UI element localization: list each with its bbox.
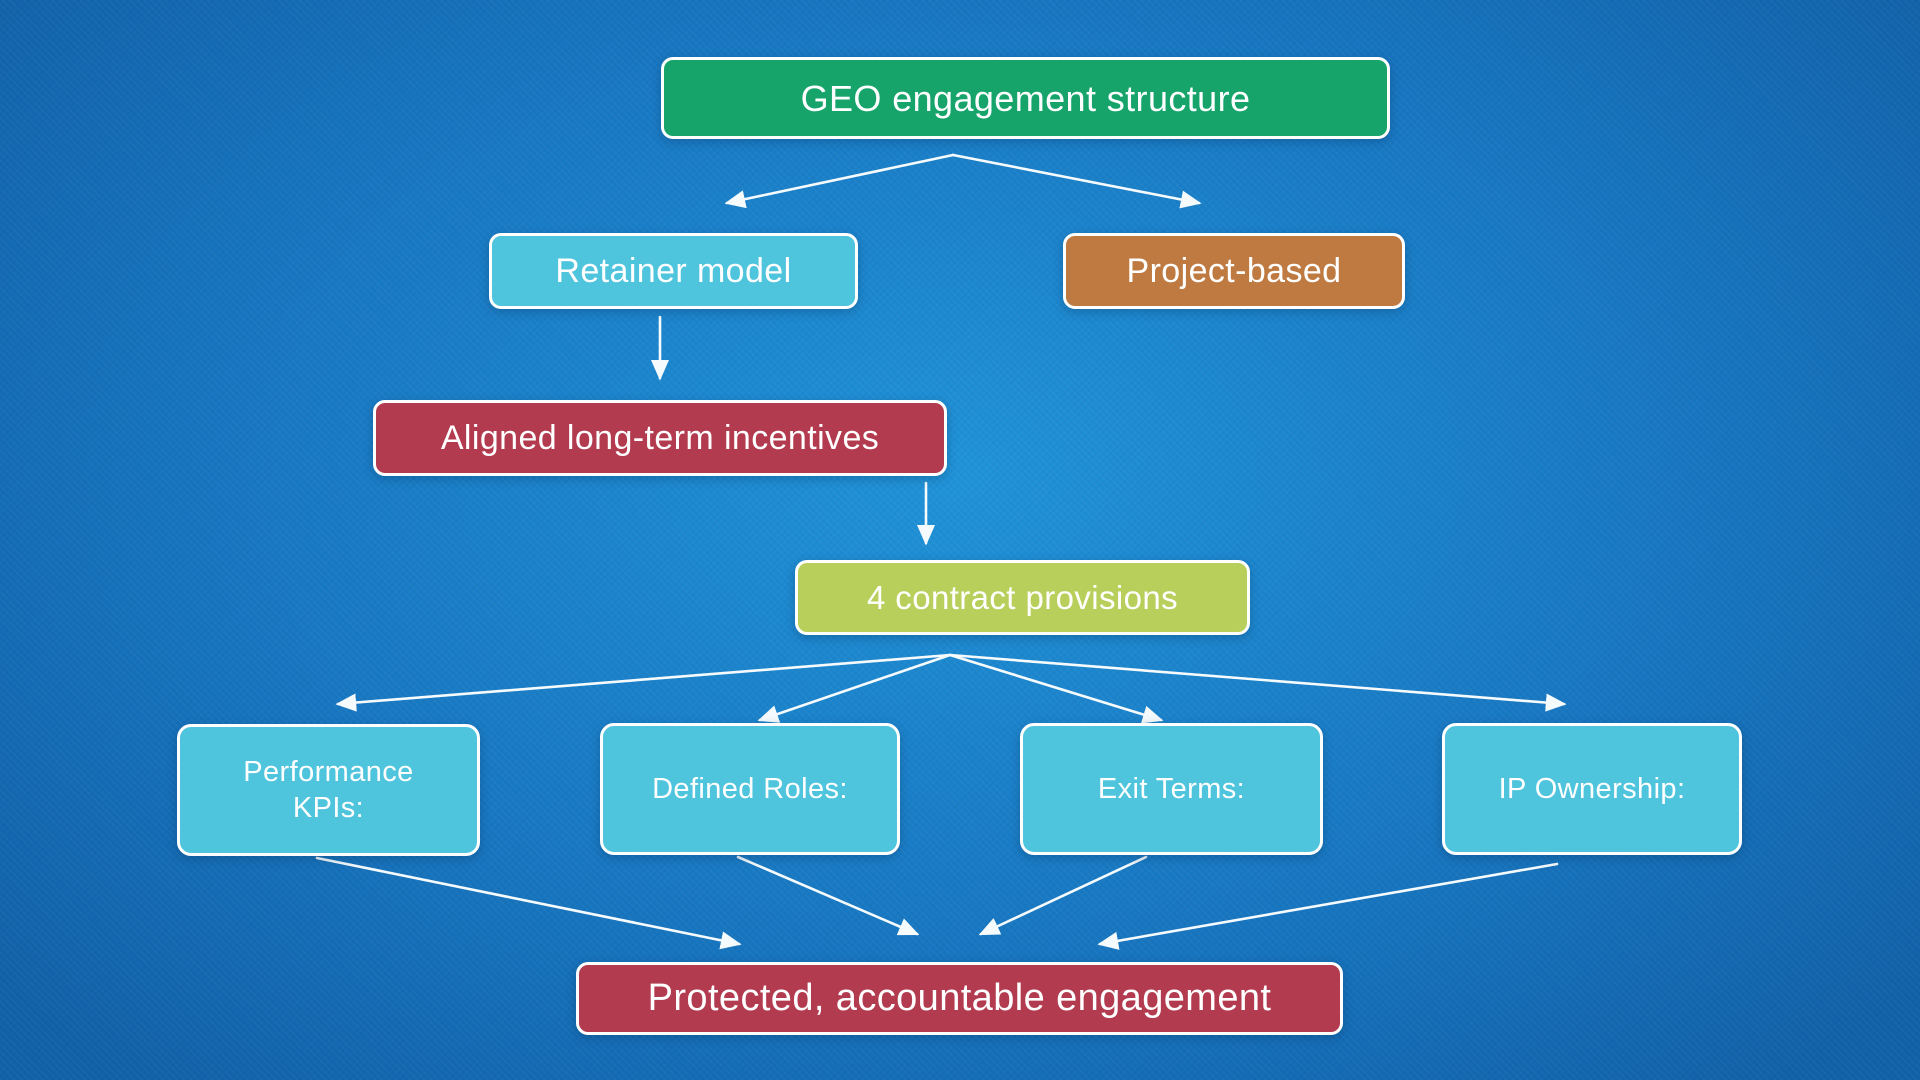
arrow-provisions-to-exit [948, 653, 1164, 724]
node-provisions-label: 4 contract provisions [866, 578, 1179, 616]
arrow-exit-to-outcome [978, 855, 1148, 936]
arrow-provisions-to-roles [757, 653, 952, 723]
node-project-label: Project-based [1126, 251, 1342, 290]
node-4-contract-provisions: 4 contract provisions [795, 560, 1250, 635]
node-exit-terms: Exit Terms: [1020, 723, 1323, 855]
node-geo-label: GEO engagement structure [800, 77, 1251, 119]
node-retainer-model: Retainer model [489, 233, 858, 309]
arrow-kpis-to-outcome [315, 856, 742, 950]
node-performance-kpis: Performance KPIs: [177, 724, 480, 856]
arrow-geo-to-project [951, 153, 1202, 209]
node-aligned-long-term-incentives: Aligned long-term incentives [373, 400, 947, 476]
node-protected-accountable-engagement: Protected, accountable engagement [576, 962, 1343, 1035]
arrow-roles-to-outcome [736, 855, 920, 936]
node-aligned-label: Aligned long-term incentives [440, 418, 880, 457]
node-project-based: Project-based [1063, 233, 1405, 309]
node-kpis-label: Performance KPIs: [243, 755, 414, 824]
arrow-ip-to-outcome [1097, 862, 1559, 950]
node-retainer-label: Retainer model [555, 251, 792, 290]
arrow-provisions-to-kpis [335, 653, 952, 712]
node-defined-roles: Defined Roles: [600, 723, 900, 855]
arrow-geo-to-retainer [724, 153, 955, 209]
node-ip-label: IP Ownership: [1498, 772, 1686, 805]
node-exit-label: Exit Terms: [1097, 772, 1246, 805]
node-roles-label: Defined Roles: [652, 772, 848, 805]
node-outcome-label: Protected, accountable engagement [647, 976, 1272, 1019]
arrow-provisions-to-ip [948, 653, 1567, 712]
node-geo-engagement-structure: GEO engagement structure [661, 57, 1390, 139]
node-ip-ownership: IP Ownership: [1442, 723, 1742, 855]
